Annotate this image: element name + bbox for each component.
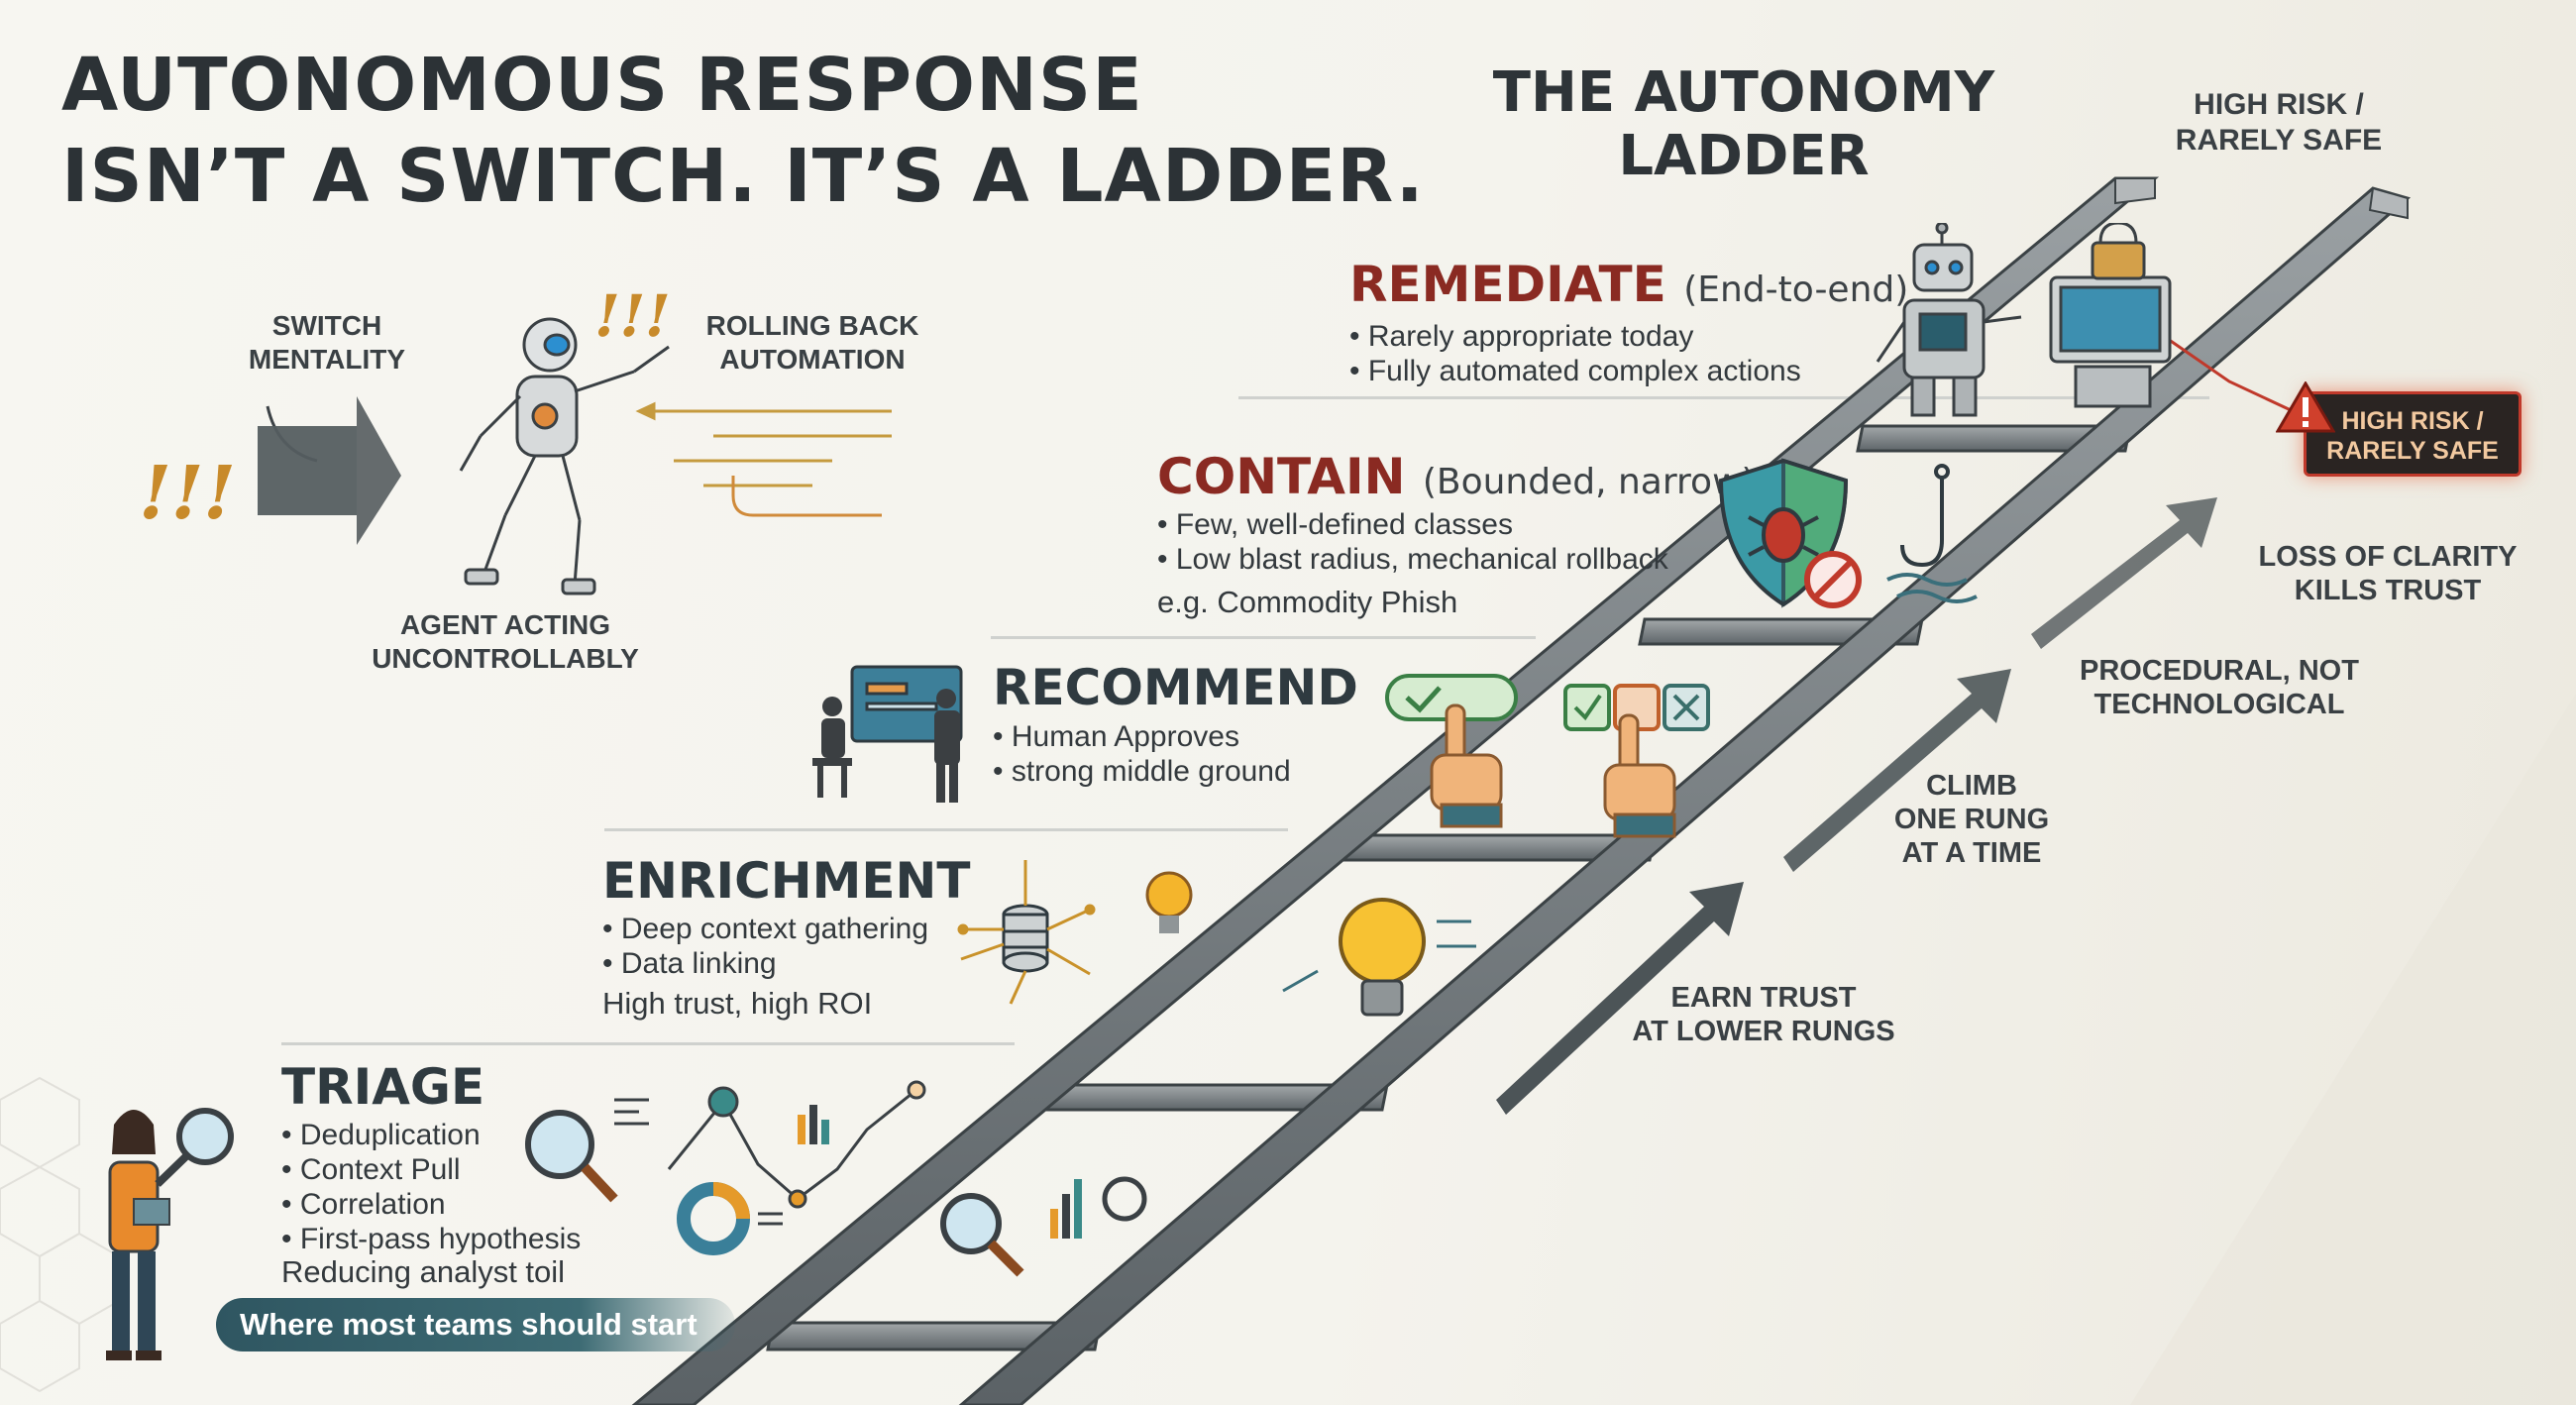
ladder-title-line-1: THE AUTONOMY — [1492, 60, 1995, 125]
triage-bullet: Correlation — [281, 1187, 581, 1222]
approval-illustration — [1385, 674, 1710, 838]
contain-note: e.g. Commodity Phish — [1157, 585, 1458, 619]
arrow-earn-trust — [1496, 882, 1744, 1115]
contain-illustration — [1718, 458, 1978, 608]
contain-title: CONTAIN — [1157, 448, 1406, 505]
enrichment-rule — [281, 1042, 1015, 1045]
remediate-bullets: Rarely appropriate today Fully automated… — [1349, 319, 1801, 388]
remediate-subtitle: (End-to-end) — [1683, 270, 1909, 310]
triage-bullet: Deduplication — [281, 1118, 581, 1152]
database-icon — [1002, 904, 1049, 973]
warning-connector — [2164, 335, 2305, 418]
triage-bullet: First-pass hypothesis — [281, 1222, 581, 1256]
switch-mentality-label: SWITCH MENTALITY — [248, 310, 406, 375]
enrichment-bullet: Data linking — [602, 946, 928, 981]
contain-bullet: Few, well-defined classes — [1157, 507, 1668, 542]
phishing-hook-icon — [1886, 464, 1978, 603]
recommend-heading: RECOMMEND — [993, 659, 1358, 716]
recommend-rule — [604, 828, 1288, 831]
remediate-bullet: Rarely appropriate today — [1349, 319, 1801, 354]
analyst-seated-icon — [812, 697, 852, 798]
arrow-procedural — [2031, 497, 2217, 649]
enrichment-heading: ENRICHMENT — [602, 852, 971, 910]
analyst-magnifier-illustration — [106, 1108, 234, 1360]
trend-line-icon — [667, 1080, 926, 1209]
search-chart-icon — [940, 1176, 1147, 1277]
start-here-badge: Where most teams should start — [216, 1298, 735, 1351]
triage-bullet: Context Pull — [281, 1152, 581, 1187]
bar-chart-icon — [798, 1105, 829, 1144]
robot-uncontrolled-icon — [459, 317, 670, 595]
switch-illustration — [258, 317, 892, 595]
circuit-lines-icon — [957, 860, 1096, 1005]
approve-button-icon — [1385, 674, 1518, 721]
enrichment-bullets: Deep context gathering Data linking — [602, 912, 928, 981]
earn-trust-label: EARN TRUST AT LOWER RUNGS — [1632, 982, 1895, 1047]
database-links-illustration — [957, 860, 1193, 1005]
remediate-rule — [1238, 396, 2209, 399]
search-icon — [525, 1110, 618, 1203]
recommend-title: RECOMMEND — [993, 659, 1358, 716]
main-title: AUTONOMOUS RESPONSE ISN’T A SWITCH. IT’S… — [61, 40, 1425, 222]
lightbulb-small-icon — [1145, 871, 1193, 933]
climb-label: CLIMB ONE RUNG AT A TIME — [1893, 770, 2050, 869]
donut-chart-icon — [677, 1182, 783, 1255]
main-title-line-1: AUTONOMOUS RESPONSE — [61, 43, 1143, 128]
triage-title: TRIAGE — [281, 1058, 485, 1116]
agent-acting-label: AGENT ACTING UNCONTROLLABLY — [372, 609, 639, 674]
procedural-label: PROCEDURAL, NOT TECHNOLOGICAL — [2080, 655, 2359, 720]
idea-rays-icon — [1282, 919, 1476, 993]
contain-bullets: Few, well-defined classes Low blast radi… — [1157, 507, 1668, 577]
block-icon — [1804, 551, 1862, 608]
lock-icon — [2091, 223, 2146, 280]
ladder-title-line-2: LADDER — [1618, 124, 1870, 188]
computer-icon — [2049, 275, 2172, 408]
remediate-title: REMEDIATE — [1349, 256, 1666, 313]
recommend-bullet: strong middle ground — [993, 754, 1291, 789]
loss-of-clarity-label: LOSS OF CLARITY KILLS TRUST — [2258, 541, 2518, 606]
arrow-climb — [1783, 669, 2011, 872]
contain-rule — [991, 636, 1536, 639]
recommend-bullet: Human Approves — [993, 719, 1291, 754]
climb-arrows — [1496, 497, 2217, 1115]
presentation-screen-icon — [850, 665, 963, 743]
enrichment-bulb-illustration — [1282, 898, 1476, 1017]
triage-analytics-illustration — [525, 1080, 1147, 1277]
rung-5 — [1856, 424, 2132, 453]
contain-bullet: Low blast radius, mechanical rollback — [1157, 542, 1668, 577]
remediate-bullet: Fully automated complex actions — [1349, 354, 1801, 388]
enrichment-bullet: Deep context gathering — [602, 912, 928, 946]
enrichment-note: High trust, high ROI — [602, 986, 873, 1021]
lightbulb-icon — [1339, 898, 1426, 1017]
robot-computer-illustration — [1876, 223, 2172, 417]
switch-arrow-icon — [258, 396, 401, 545]
triage-heading: TRIAGE — [281, 1058, 484, 1116]
triage-bullets: Deduplication Context Pull Correlation F… — [281, 1118, 581, 1256]
rollback-motion-icon — [635, 401, 892, 517]
warning-triangle-icon — [2276, 381, 2335, 433]
analyst-person-icon — [106, 1110, 170, 1360]
pointing-hand-icon — [1430, 703, 1676, 838]
high-risk-warning-badge: HIGH RISK / RARELY SAFE — [2304, 391, 2522, 477]
main-title-line-2: ISN’T A SWITCH. IT’S A LADDER. — [61, 134, 1425, 219]
recommend-people-illustration — [812, 665, 963, 803]
recommend-bullets: Human Approves strong middle ground — [993, 719, 1291, 789]
list-icon — [614, 1098, 649, 1126]
contain-heading: CONTAIN (Bounded, narrow) — [1157, 448, 1756, 511]
magnifier-icon — [155, 1108, 234, 1187]
alarm-marks-left: !!! — [129, 451, 245, 536]
triage-note: Reducing analyst toil — [281, 1254, 566, 1289]
enrichment-title: ENRICHMENT — [602, 852, 971, 910]
contain-subtitle: (Bounded, narrow) — [1422, 462, 1756, 502]
ladder-title: THE AUTONOMY LADDER — [1466, 61, 2021, 188]
high-risk-label: HIGH RISK / RARELY SAFE — [2175, 88, 2383, 157]
corner-panel — [2130, 694, 2576, 1405]
robot-icon — [1876, 223, 2022, 417]
rolling-back-label: ROLLING BACK AUTOMATION — [705, 310, 919, 375]
remediate-heading: REMEDIATE (End-to-end) — [1349, 256, 1908, 319]
analyst-standing-icon — [934, 689, 960, 803]
